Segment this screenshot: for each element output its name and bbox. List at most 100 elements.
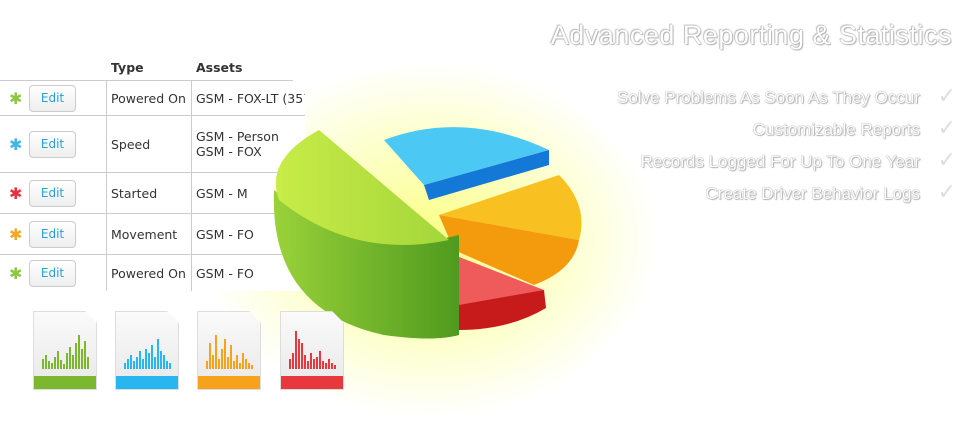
bar — [230, 345, 232, 369]
edit-button[interactable]: Edit — [29, 84, 76, 112]
bar — [304, 355, 306, 369]
bar — [63, 364, 65, 369]
report-file-icon[interactable] — [115, 311, 179, 390]
asterisk-icon: ✱ — [9, 134, 23, 154]
bar — [328, 359, 330, 369]
bar — [69, 347, 71, 369]
event-type: Speed — [107, 116, 192, 172]
feature-3: Records Logged For Up To One Year — [640, 152, 920, 171]
feature-1: Solve Problems As Soon As They Occur — [617, 88, 920, 107]
color-band — [34, 376, 96, 389]
bar-graph-icon — [42, 329, 89, 369]
bar — [242, 353, 244, 369]
bar — [209, 343, 211, 369]
bar — [298, 339, 300, 369]
bar — [157, 339, 159, 369]
report-file-icon[interactable] — [33, 311, 97, 390]
bar — [307, 361, 309, 369]
report-file-icon[interactable] — [280, 311, 344, 390]
pie-slice-blue-side — [424, 150, 549, 200]
check-icon: ✓ — [937, 180, 956, 205]
bar — [81, 349, 83, 369]
asset-name: GSM - FOX — [196, 144, 262, 159]
asterisk-icon: ✱ — [9, 88, 23, 108]
edit-button[interactable]: Edit — [29, 220, 76, 248]
bar — [54, 357, 56, 369]
bar — [218, 359, 220, 369]
bar — [236, 355, 238, 369]
bar — [66, 353, 68, 369]
bar — [148, 353, 150, 369]
bar — [206, 361, 208, 369]
feature-4: Create Driver Behavior Logs — [705, 184, 920, 203]
bar — [334, 365, 336, 369]
edit-button[interactable]: Edit — [29, 179, 76, 207]
bar — [212, 355, 214, 369]
bar — [227, 357, 229, 369]
table-header: Type Assets — [0, 55, 305, 80]
header-assets: Assets — [196, 60, 243, 75]
bar — [145, 349, 147, 369]
bar — [325, 363, 327, 369]
pie-slice-red-side — [459, 290, 546, 330]
bar — [60, 360, 62, 369]
bar — [124, 363, 126, 369]
bar — [127, 359, 129, 369]
pie-slice-blue — [384, 127, 549, 185]
bar — [151, 345, 153, 369]
event-type: Started — [107, 173, 192, 213]
edit-button[interactable]: Edit — [29, 259, 76, 287]
bar — [289, 359, 291, 369]
bar — [130, 355, 132, 369]
report-file-icon[interactable] — [197, 311, 261, 390]
bar — [295, 331, 297, 369]
bar — [57, 351, 59, 369]
pie-slice-red — [454, 255, 544, 306]
bar — [322, 361, 324, 369]
bar — [78, 335, 80, 369]
bar — [233, 361, 235, 369]
bar — [251, 365, 253, 369]
bar — [292, 353, 294, 369]
bar — [84, 341, 86, 369]
bar — [313, 359, 315, 369]
bar — [154, 357, 156, 369]
bar — [136, 357, 138, 369]
bar — [45, 355, 47, 369]
bar — [224, 339, 226, 369]
bar — [245, 359, 247, 369]
check-icon: ✓ — [937, 116, 956, 141]
color-band — [116, 376, 178, 389]
bar — [75, 343, 77, 369]
pie-chart-3d — [273, 127, 582, 339]
bar — [163, 355, 165, 369]
bar — [169, 363, 171, 369]
color-band — [198, 376, 260, 389]
pie-slice-yellow-side — [439, 215, 579, 285]
header-type: Type — [111, 60, 144, 75]
bar-graph-icon — [206, 329, 253, 369]
pie-slice-yellow — [439, 175, 582, 240]
bar-graph-icon — [289, 329, 336, 369]
bar — [239, 363, 241, 369]
bar — [215, 335, 217, 369]
pie-slice-green-side — [273, 190, 459, 339]
asset-name: GSM - M — [196, 185, 248, 201]
edit-button[interactable]: Edit — [29, 130, 76, 158]
bar — [87, 357, 89, 369]
pie-slice-green — [275, 130, 449, 245]
asset-name: GSM - Person — [196, 129, 279, 144]
bar — [142, 359, 144, 369]
event-type: Movement — [107, 214, 192, 254]
feature-2: Customizable Reports — [752, 120, 920, 139]
bar — [72, 355, 74, 369]
bar — [319, 351, 321, 369]
bar — [42, 359, 44, 369]
asterisk-icon: ✱ — [9, 183, 23, 203]
bar — [133, 361, 135, 369]
